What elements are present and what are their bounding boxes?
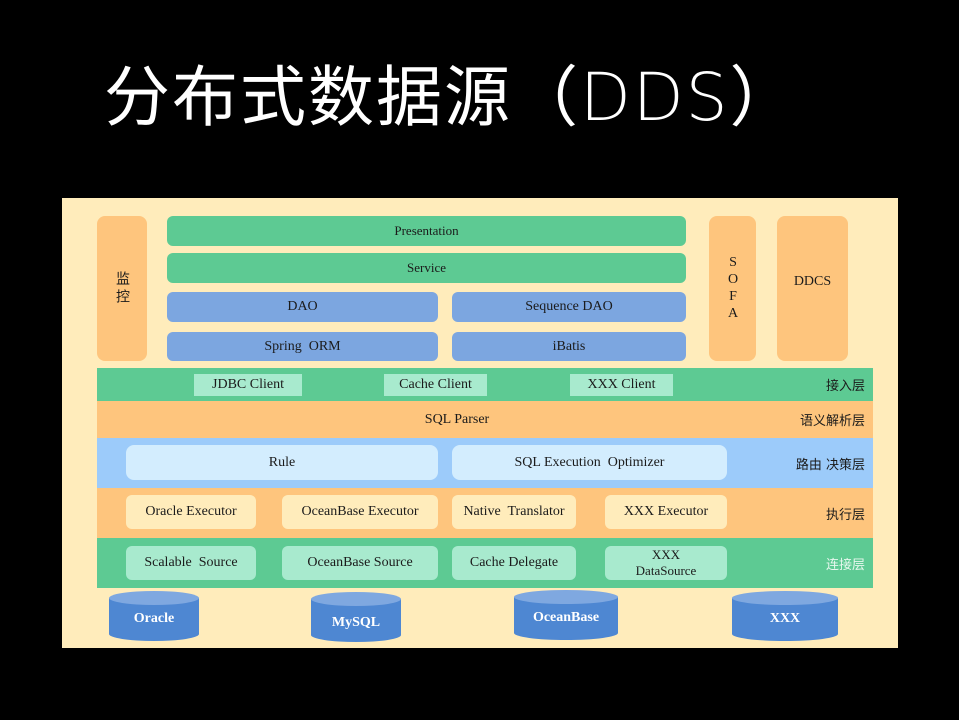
- ddcs-label: DDCS: [793, 273, 832, 289]
- execute-layer: Oracle Executor OceanBase Executor Nativ…: [97, 488, 873, 538]
- dao-block: DAO: [167, 292, 438, 322]
- slide-title: 分布式数据源（DDS）: [104, 59, 798, 136]
- access-layer-label: 接入层: [825, 379, 865, 394]
- parse-layer-label: 语义解析层: [799, 414, 865, 429]
- ddcs-block: DDCS: [777, 216, 848, 361]
- monitor-label: 监控: [114, 270, 130, 307]
- route-layer: Rule SQL Execution Optimizer 路由 决策层: [97, 438, 873, 488]
- parse-layer: SQL Parser 语义解析层: [97, 401, 873, 438]
- database-oracle: Oracle: [109, 590, 199, 642]
- database-cylinder-icon: [109, 591, 199, 641]
- presentation-label: Presentation: [394, 223, 459, 238]
- sequence-dao-label: Sequence DAO: [525, 299, 613, 314]
- connect-layer: Scalable Source OceanBase Source Cache D…: [97, 538, 873, 588]
- access-layer: JDBC Client Cache Client XXX Client 接入层: [97, 368, 873, 401]
- xxx-datasource: XXX DataSource: [605, 546, 727, 580]
- rule-block: Rule: [126, 445, 438, 480]
- cache-client: Cache Client: [384, 374, 487, 396]
- native-translator: Native Translator: [452, 495, 576, 529]
- presentation-block: Presentation: [167, 216, 686, 246]
- xxx-executor: XXX Executor: [605, 495, 727, 529]
- sofa-block: SOFA: [709, 216, 756, 361]
- ibatis-block: iBatis: [452, 332, 686, 361]
- service-label: Service: [407, 260, 446, 275]
- jdbc-client: JDBC Client: [194, 374, 302, 396]
- scalable-source: Scalable Source: [126, 546, 256, 580]
- dao-label: DAO: [287, 299, 318, 314]
- oceanbase-executor: OceanBase Executor: [282, 495, 438, 529]
- xxx-client: XXX Client: [570, 374, 673, 396]
- architecture-diagram: 监控 Presentation Service DAO Sequence DAO…: [62, 198, 898, 648]
- database-oceanbase: OceanBase: [514, 589, 618, 641]
- database-xxx: XXX: [732, 590, 838, 642]
- ibatis-label: iBatis: [552, 338, 586, 354]
- service-block: Service: [167, 253, 686, 283]
- database-cylinder-icon: [311, 592, 401, 642]
- database-cylinder-icon: [514, 590, 618, 640]
- route-layer-label: 路由 决策层: [795, 457, 865, 473]
- sql-parser: SQL Parser: [424, 411, 490, 427]
- oceanbase-source: OceanBase Source: [282, 546, 438, 580]
- spring-orm-label: Spring ORM: [264, 338, 341, 354]
- monitor-block: 监控: [97, 216, 147, 361]
- cache-delegate: Cache Delegate: [452, 546, 576, 580]
- sequence-dao-block: Sequence DAO: [452, 292, 686, 322]
- execute-layer-label: 执行层: [825, 507, 865, 523]
- spring-orm-block: Spring ORM: [167, 332, 438, 361]
- sofa-label: SOFA: [725, 254, 741, 323]
- connect-layer-label: 连接层: [825, 557, 865, 573]
- sql-optimizer-block: SQL Execution Optimizer: [452, 445, 727, 480]
- database-mysql: MySQL: [311, 591, 401, 643]
- database-cylinder-icon: [732, 591, 838, 641]
- oracle-executor: Oracle Executor: [126, 495, 256, 529]
